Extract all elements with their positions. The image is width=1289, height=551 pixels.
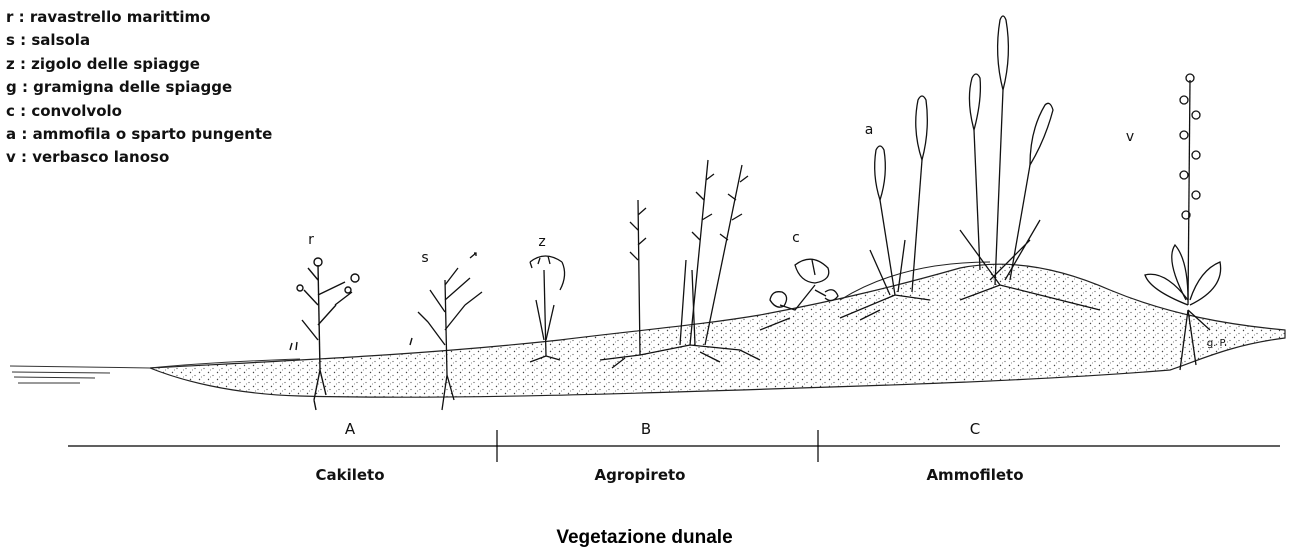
zone-letter-b: B (641, 420, 651, 438)
zone-axis (68, 430, 1280, 462)
legend-item-r: r : ravastrello marittimo (6, 6, 272, 29)
plant-label-r: r (308, 232, 314, 248)
plant-label-z: z (538, 234, 545, 250)
legend-item-c: c : convolvolo (6, 100, 272, 123)
plant-label-a: a (865, 122, 874, 138)
signature: g. P. (1207, 338, 1227, 349)
figure-caption: Vegetazione dunale (0, 527, 1289, 549)
legend-item-g: g : gramigna delle spiagge (6, 76, 272, 99)
zone-name-cakileto: Cakileto (315, 466, 384, 484)
legend-item-a: a : ammofila o sparto pungente (6, 123, 272, 146)
zone-letter-c: C (970, 420, 980, 438)
zone-letter-a: A (345, 420, 355, 438)
legend: r : ravastrello marittimo s : salsola z … (6, 6, 272, 170)
legend-item-s: s : salsola (6, 29, 272, 52)
legend-item-v: v : verbasco lanoso (6, 146, 272, 169)
zone-name-agropireto: Agropireto (595, 466, 686, 484)
plant-label-s: s (421, 250, 428, 266)
legend-item-z: z : zigolo delle spiagge (6, 53, 272, 76)
zone-name-ammofileto: Ammofileto (926, 466, 1023, 484)
plant-label-v: v (1126, 129, 1134, 145)
plant-label-c: c (792, 230, 800, 246)
